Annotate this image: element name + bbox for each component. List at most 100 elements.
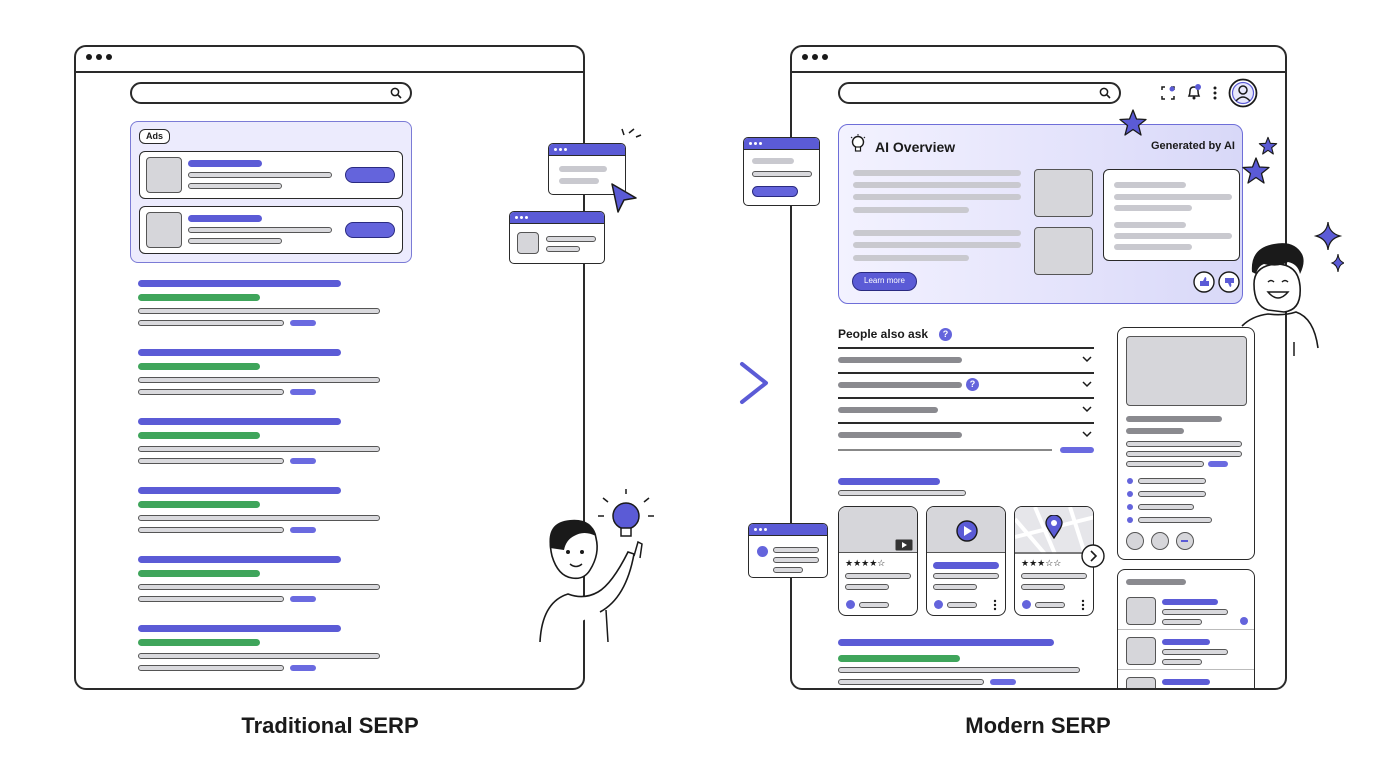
thumbs-up-icon[interactable] bbox=[1193, 271, 1215, 293]
ads-label: Ads bbox=[139, 129, 171, 144]
list-line bbox=[1162, 659, 1202, 665]
paa-question-line bbox=[838, 407, 938, 413]
list-item[interactable] bbox=[1118, 592, 1254, 630]
result-title-line[interactable] bbox=[138, 349, 341, 356]
knowledge-title-line bbox=[1126, 416, 1222, 422]
list-thumbnail bbox=[1126, 637, 1156, 665]
list-badge bbox=[1240, 617, 1248, 625]
popup-card bbox=[743, 137, 820, 206]
paa-question[interactable] bbox=[838, 423, 1094, 447]
result-snippet-line bbox=[138, 653, 380, 659]
ads-block: Ads bbox=[130, 121, 412, 263]
knowledge-line bbox=[1126, 451, 1242, 457]
list-title-line bbox=[1162, 679, 1210, 685]
result-title-line[interactable] bbox=[138, 487, 341, 494]
search-input[interactable] bbox=[838, 82, 1121, 104]
ad-thumbnail bbox=[146, 157, 182, 193]
paa-divider bbox=[838, 422, 1094, 424]
chevron-down-icon bbox=[1082, 381, 1092, 388]
result-snippet-line bbox=[138, 458, 284, 464]
related-list-panel bbox=[1117, 569, 1255, 688]
result-link-line[interactable] bbox=[290, 320, 316, 326]
sparkle-icon bbox=[1258, 136, 1278, 155]
generated-by-ai-label: Generated by AI bbox=[1151, 140, 1235, 152]
traditional-serp-window: Ads bbox=[74, 45, 585, 690]
modern-serp-caption: Modern SERP bbox=[965, 713, 1111, 738]
source-line bbox=[1114, 222, 1186, 228]
map-card[interactable]: ★★★☆☆ bbox=[1014, 506, 1094, 616]
source-dot bbox=[934, 600, 943, 609]
learn-more-button[interactable]: Learn more bbox=[852, 272, 917, 291]
list-thumbnail bbox=[1126, 597, 1156, 625]
action-button[interactable] bbox=[1176, 532, 1194, 550]
list-item[interactable] bbox=[1118, 672, 1254, 688]
result-snippet-line bbox=[138, 389, 284, 395]
video-card[interactable] bbox=[926, 506, 1006, 616]
result-snippet-line bbox=[138, 665, 284, 671]
bullet-dot bbox=[1127, 517, 1133, 523]
paa-question[interactable] bbox=[838, 348, 1094, 372]
result-title-line[interactable] bbox=[838, 639, 1054, 646]
knowledge-fact-line bbox=[1138, 491, 1206, 497]
result-title-line[interactable] bbox=[138, 418, 341, 425]
list-item[interactable] bbox=[1118, 632, 1254, 670]
paa-more-link[interactable] bbox=[1060, 447, 1094, 453]
rating-stars: ★★★☆☆ bbox=[1021, 558, 1062, 568]
avatar-icon[interactable] bbox=[1228, 78, 1258, 108]
result-title-line[interactable] bbox=[138, 556, 341, 563]
result-link-line[interactable] bbox=[290, 389, 316, 395]
result-link-line[interactable] bbox=[290, 458, 316, 464]
ai-source-card[interactable] bbox=[1103, 169, 1240, 261]
card-line bbox=[933, 584, 977, 590]
more-menu-icon[interactable] bbox=[1081, 599, 1085, 611]
thumbs-down-icon[interactable] bbox=[1218, 271, 1240, 293]
paa-question[interactable]: ? bbox=[838, 373, 1094, 397]
more-menu-icon[interactable] bbox=[993, 599, 997, 611]
ad-result[interactable] bbox=[139, 151, 403, 199]
result-title-line[interactable] bbox=[138, 625, 341, 632]
result-snippet-line bbox=[138, 446, 380, 452]
video-card[interactable]: ★★★★☆ bbox=[838, 506, 918, 616]
knowledge-line bbox=[1126, 461, 1204, 467]
popup-line bbox=[546, 246, 580, 252]
apps-scan-icon[interactable] bbox=[1160, 85, 1176, 101]
result-snippet-line bbox=[838, 679, 984, 685]
bell-icon[interactable] bbox=[1185, 83, 1203, 101]
traditional-serp-caption: Traditional SERP bbox=[241, 713, 419, 738]
popup-button bbox=[752, 186, 798, 197]
ad-cta-button[interactable] bbox=[345, 222, 395, 238]
result-link-line[interactable] bbox=[990, 679, 1016, 685]
popup-thumbnail bbox=[517, 232, 539, 254]
ad-text-line bbox=[188, 172, 332, 178]
window-titlebar bbox=[76, 47, 583, 73]
action-button[interactable] bbox=[1151, 532, 1169, 550]
result-url-line bbox=[138, 294, 260, 301]
card-image bbox=[927, 507, 1005, 553]
result-title-line[interactable] bbox=[138, 280, 341, 287]
result-link-line[interactable] bbox=[290, 527, 316, 533]
paa-question[interactable] bbox=[838, 398, 1094, 422]
paa-question-line bbox=[838, 432, 962, 438]
ad-cta-button[interactable] bbox=[345, 167, 395, 183]
result-link-line[interactable] bbox=[290, 665, 316, 671]
more-menu-icon[interactable] bbox=[1212, 85, 1218, 101]
play-icon bbox=[895, 539, 913, 551]
help-icon[interactable]: ? bbox=[939, 328, 952, 341]
ai-overview-panel: AI Overview Generated by AI Learn more bbox=[838, 124, 1243, 304]
search-input[interactable] bbox=[130, 82, 412, 104]
search-icon bbox=[1099, 87, 1111, 99]
knowledge-link[interactable] bbox=[1208, 461, 1228, 467]
map-pin-icon bbox=[1045, 515, 1063, 539]
popup-card bbox=[748, 523, 828, 578]
carousel-next-icon[interactable] bbox=[1081, 544, 1105, 568]
action-button[interactable] bbox=[1126, 532, 1144, 550]
person-happy-illustration bbox=[1241, 243, 1319, 356]
list-title-line bbox=[1162, 639, 1210, 645]
ai-text-line bbox=[853, 207, 969, 213]
ad-title-line bbox=[188, 160, 262, 167]
ad-result[interactable] bbox=[139, 206, 403, 254]
ai-text-line bbox=[853, 182, 1021, 188]
result-link-line[interactable] bbox=[290, 596, 316, 602]
bullet-dot bbox=[1127, 504, 1133, 510]
result-snippet-line bbox=[138, 377, 380, 383]
